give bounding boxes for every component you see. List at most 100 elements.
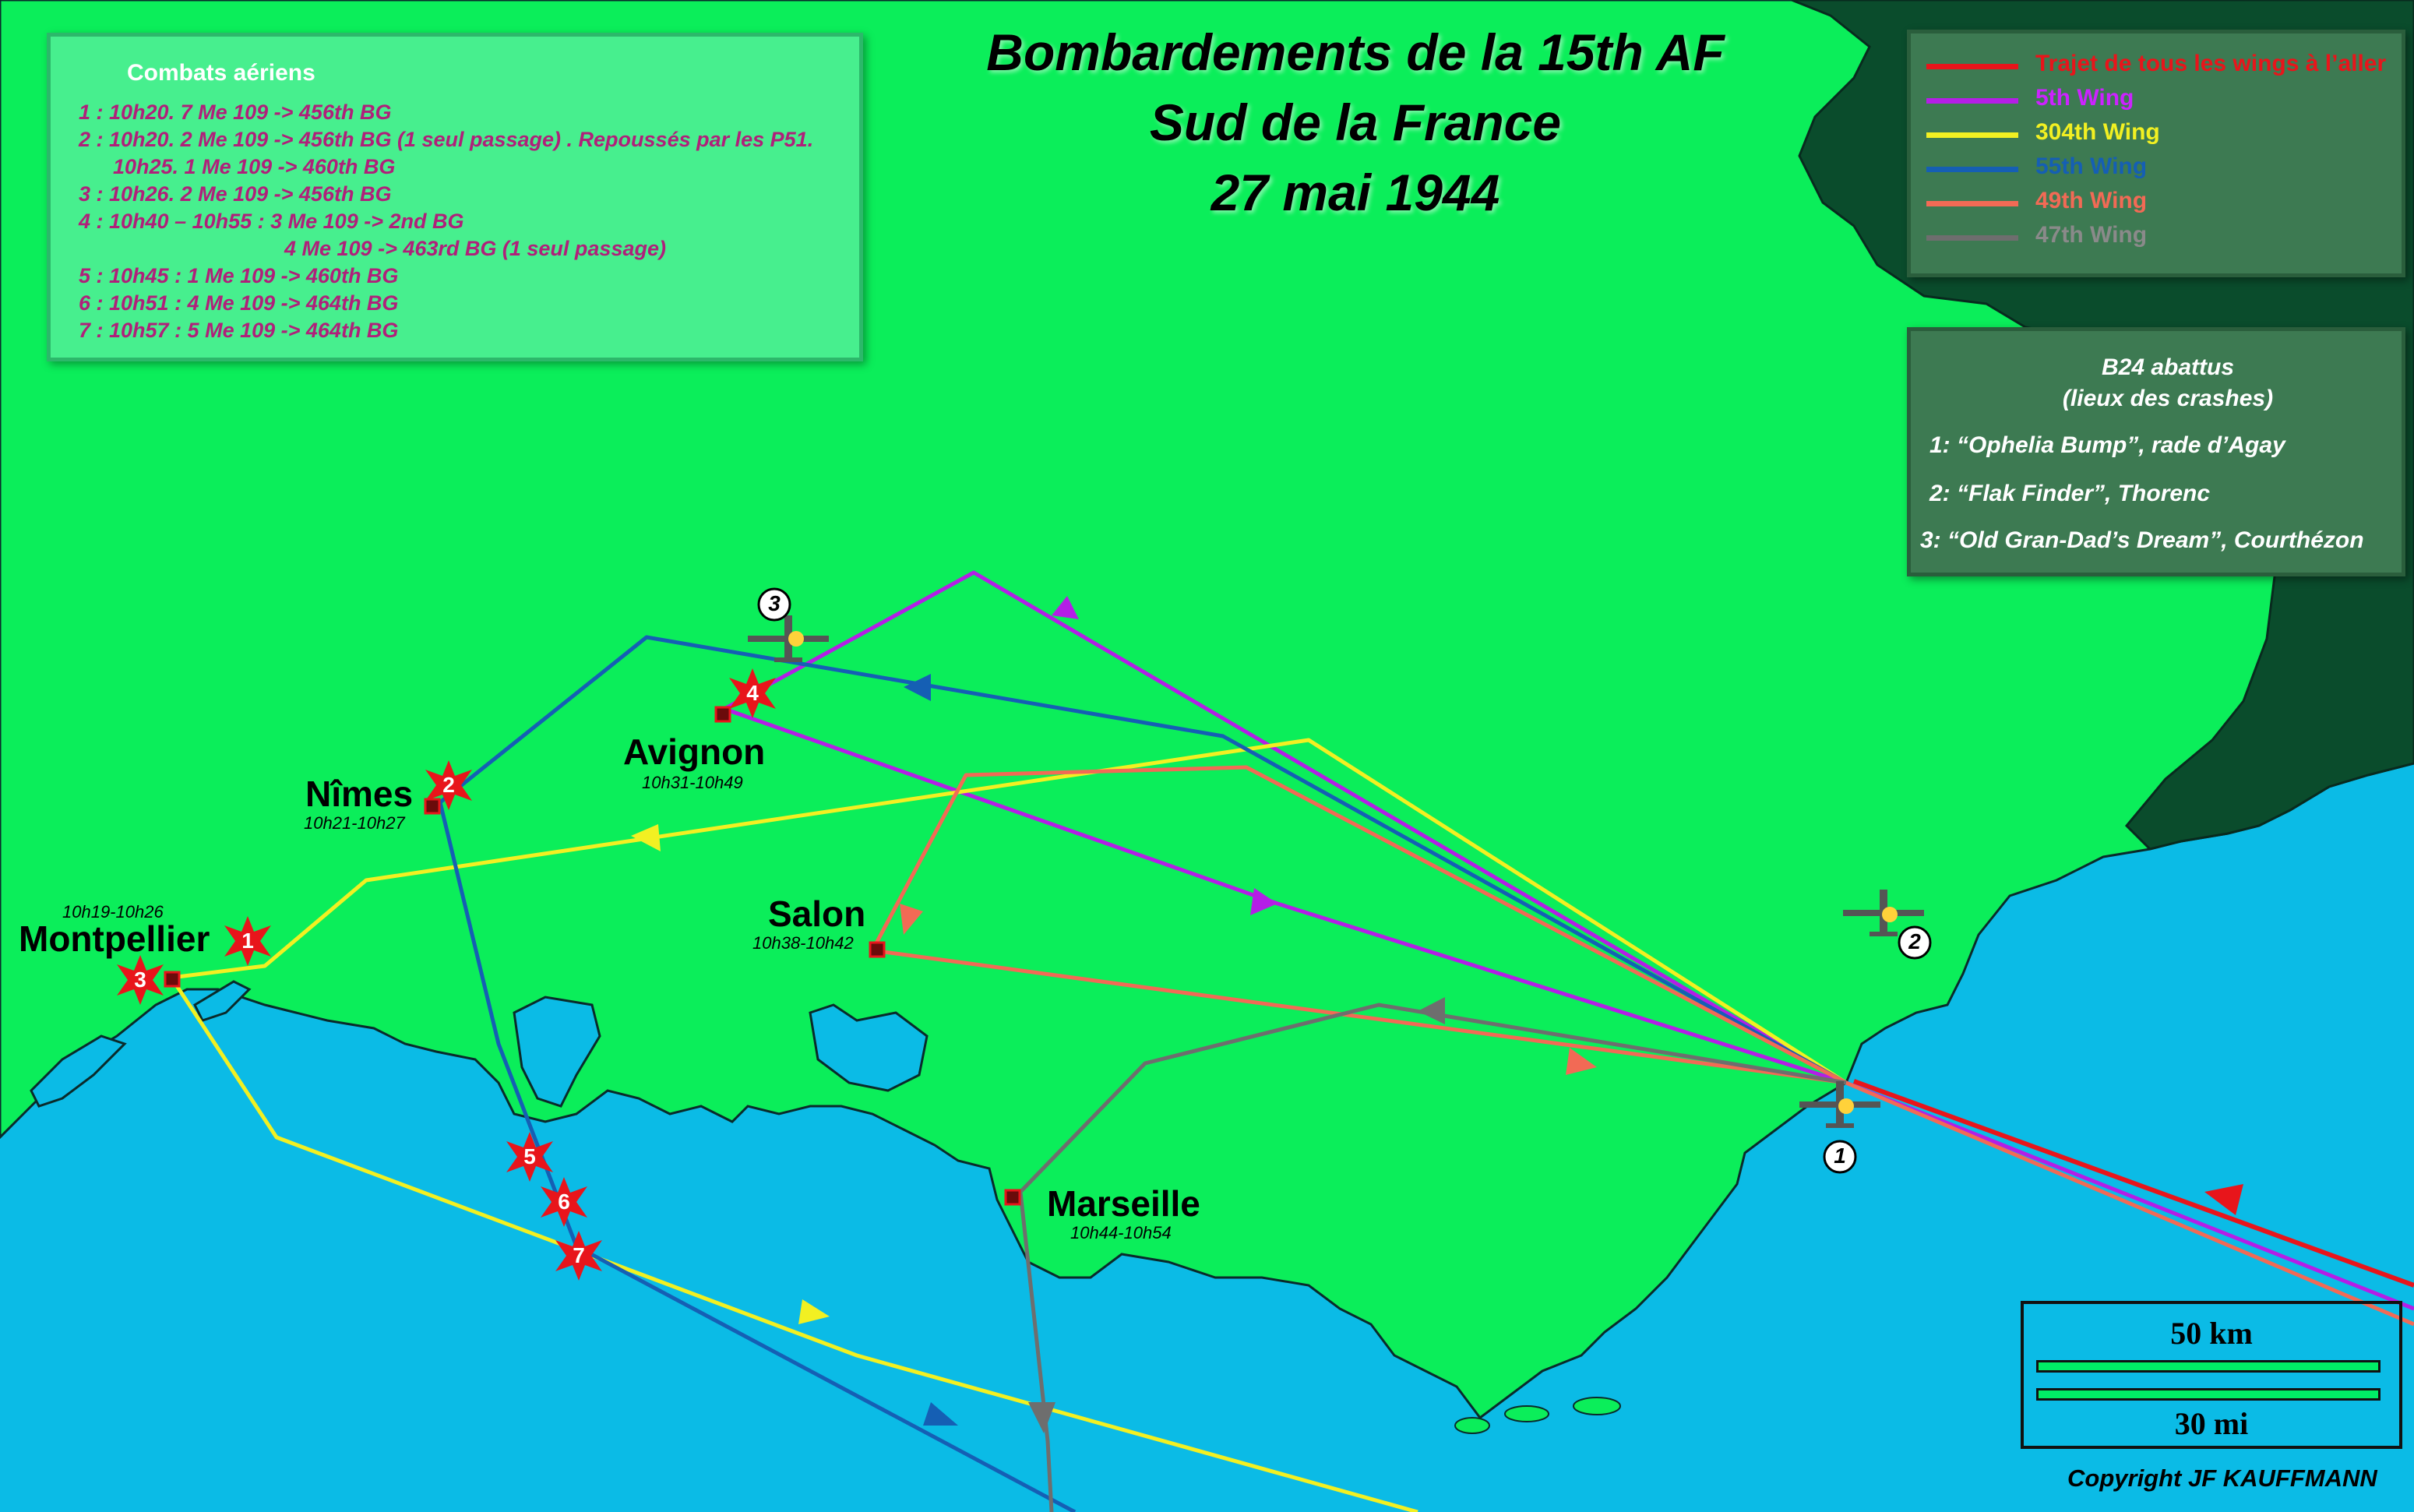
route-47th-wing [1018, 1003, 1847, 1512]
city-marker-marseille [1004, 1189, 1021, 1206]
city-marker-avignon [714, 706, 731, 723]
direction-arrows [631, 596, 2243, 1433]
arrow-grey-2 [1028, 1402, 1055, 1433]
city-marker-salon [869, 941, 886, 958]
crash-marker-label: 1 [1834, 1144, 1846, 1168]
combat-star-label: 5 [523, 1144, 536, 1168]
legend-label: 5th Wing [2035, 85, 2134, 111]
crash-item: 1: “Ophelia Bump”, rade d’Agay [1929, 432, 2285, 458]
combat-star-label: 6 [558, 1190, 570, 1214]
legend-swatch [1926, 235, 2018, 241]
city-time-marseille: 10h44-10h54 [1070, 1223, 1172, 1242]
arrow-red [2204, 1184, 2243, 1215]
legend-swatch [1926, 64, 2018, 69]
legend-swatch [1926, 98, 2018, 104]
combat-star-2 [425, 760, 472, 810]
island [1573, 1397, 1621, 1415]
combat-line: 10h25. 1 Me 109 -> 460th BG [113, 155, 396, 178]
route-49th-wing [870, 765, 2414, 1327]
aircraft-icon [748, 615, 829, 662]
combat-star-4 [729, 668, 776, 718]
lagoon-mauguio [193, 980, 252, 1022]
crash-marker-label: 3 [768, 591, 781, 615]
combat-star-7 [555, 1231, 602, 1281]
scale-bar: 50 km 30 mi [2021, 1301, 2402, 1449]
combat-star-3 [117, 955, 164, 1005]
title-line-1: Bombardements de la 15th AF [986, 23, 1725, 81]
arrow-salmon-1 [900, 904, 923, 935]
combat-line: 4 : 10h40 – 10h55 : 3 Me 109 -> 2nd BG [79, 210, 464, 233]
crash-marker-2 [1898, 925, 1932, 960]
city-time-nimes: 10h21-10h27 [304, 813, 405, 833]
combat-line: 3 : 10h26. 2 Me 109 -> 456th BG [79, 182, 392, 206]
crash-panel-subtitle: (lieux des crashes) [2062, 386, 2274, 411]
scale-mi-bar [2036, 1388, 2381, 1401]
etang-de-berre [809, 1003, 929, 1092]
arrow-salmon-2 [1566, 1048, 1597, 1075]
lagoon-camargue [513, 996, 601, 1108]
city-name-montpellier: Montpellier [19, 918, 210, 959]
arrow-yellow-1 [631, 824, 661, 851]
legend-label: 304th Wing [2035, 119, 2160, 145]
legend-label: 49th Wing [2035, 188, 2148, 213]
combat-line: 7 : 10h57 : 5 Me 109 -> 464th BG [79, 319, 399, 342]
crash-legend-panel: B24 abattus (lieux des crashes) 1: “Ophe… [1907, 327, 2405, 576]
combats-header: Combats aériens [127, 60, 315, 86]
island [1504, 1405, 1549, 1422]
combat-line: 6 : 10h51 : 4 Me 109 -> 464th BG [79, 291, 399, 315]
legend-label: 47th Wing [2035, 222, 2148, 248]
city-markers [164, 706, 1021, 1206]
combat-star-label: 4 [746, 681, 759, 705]
city-name-marseille: Marseille [1047, 1183, 1200, 1224]
combats-panel: Combats aériens 1 : 10h20. 7 Me 109 -> 4… [47, 33, 863, 361]
legend-swatch [1926, 167, 2018, 172]
lagoon-thau [30, 1034, 127, 1108]
combat-line: 5 : 10h45 : 1 Me 109 -> 460th BG [79, 264, 399, 287]
crash-panel-title: B24 abattus [2101, 354, 2235, 380]
city-name-nimes: Nîmes [305, 774, 414, 814]
city-time-salon: 10h38-10h42 [752, 933, 854, 953]
combat-star-label: 3 [134, 967, 146, 992]
arrow-grey-1 [1418, 997, 1445, 1024]
city-name-avignon: Avignon [623, 731, 766, 772]
legend-label: 55th Wing [2035, 153, 2148, 179]
route-304th-wing [169, 738, 1848, 1512]
route-outbound-all [1852, 1079, 2414, 1288]
arrow-blue-2 [923, 1402, 958, 1426]
combat-line: 1 : 10h20. 7 Me 109 -> 456th BG [79, 100, 392, 124]
aircraft-icon [1843, 890, 1924, 936]
combat-star-label: 7 [573, 1243, 585, 1267]
legend-swatch [1926, 201, 2018, 206]
scale-mi-label: 30 mi [2174, 1406, 2249, 1441]
city-time-montpellier: 10h19-10h26 [62, 902, 164, 922]
arrow-yellow-2 [798, 1299, 830, 1324]
route-legend-panel: Trajet de tous les wings à l’aller 5th W… [1907, 30, 2405, 277]
island [1454, 1417, 1490, 1434]
crash-markers [757, 587, 1932, 1174]
map-title: Bombardements de la 15th AF Sud de la Fr… [986, 17, 1724, 227]
title-line-2: Sud de la France [1149, 93, 1562, 151]
combat-line: 2 : 10h20. 2 Me 109 -> 456th BG (1 seul … [79, 128, 814, 151]
aircraft-icon [1799, 1081, 1880, 1128]
combat-star-label: 2 [442, 773, 455, 797]
city-time-avignon: 10h31-10h49 [642, 773, 743, 792]
route-5th-wing [722, 570, 2414, 1311]
combat-line: 4 Me 109 -> 463rd BG (1 seul passage) [284, 237, 666, 260]
legend-label: Trajet de tous les wings à l’aller [2035, 51, 2387, 76]
arrow-blue-1 [904, 674, 931, 701]
title-line-3: 27 mai 1944 [1211, 164, 1500, 221]
combat-star-5 [506, 1132, 553, 1182]
crash-marker-3 [757, 587, 791, 622]
city-marker-montpellier [164, 971, 181, 988]
copyright-text: Copyright JF KAUFFMANN [2067, 1464, 2377, 1492]
crash-item: 3: “Old Gran-Dad’s Dream”, Courthézon [1920, 527, 2364, 553]
city-name-salon: Salon [768, 893, 866, 934]
city-marker-nimes [424, 798, 441, 815]
combat-star-6 [541, 1177, 587, 1227]
combat-star-1 [224, 916, 271, 966]
scale-km-label: 50 km [2170, 1316, 2253, 1351]
crash-item: 2: “Flak Finder”, Thorenc [1929, 481, 2211, 506]
combat-star-label: 1 [241, 929, 254, 953]
scale-km-bar [2036, 1360, 2381, 1373]
legend-swatch [1926, 132, 2018, 138]
